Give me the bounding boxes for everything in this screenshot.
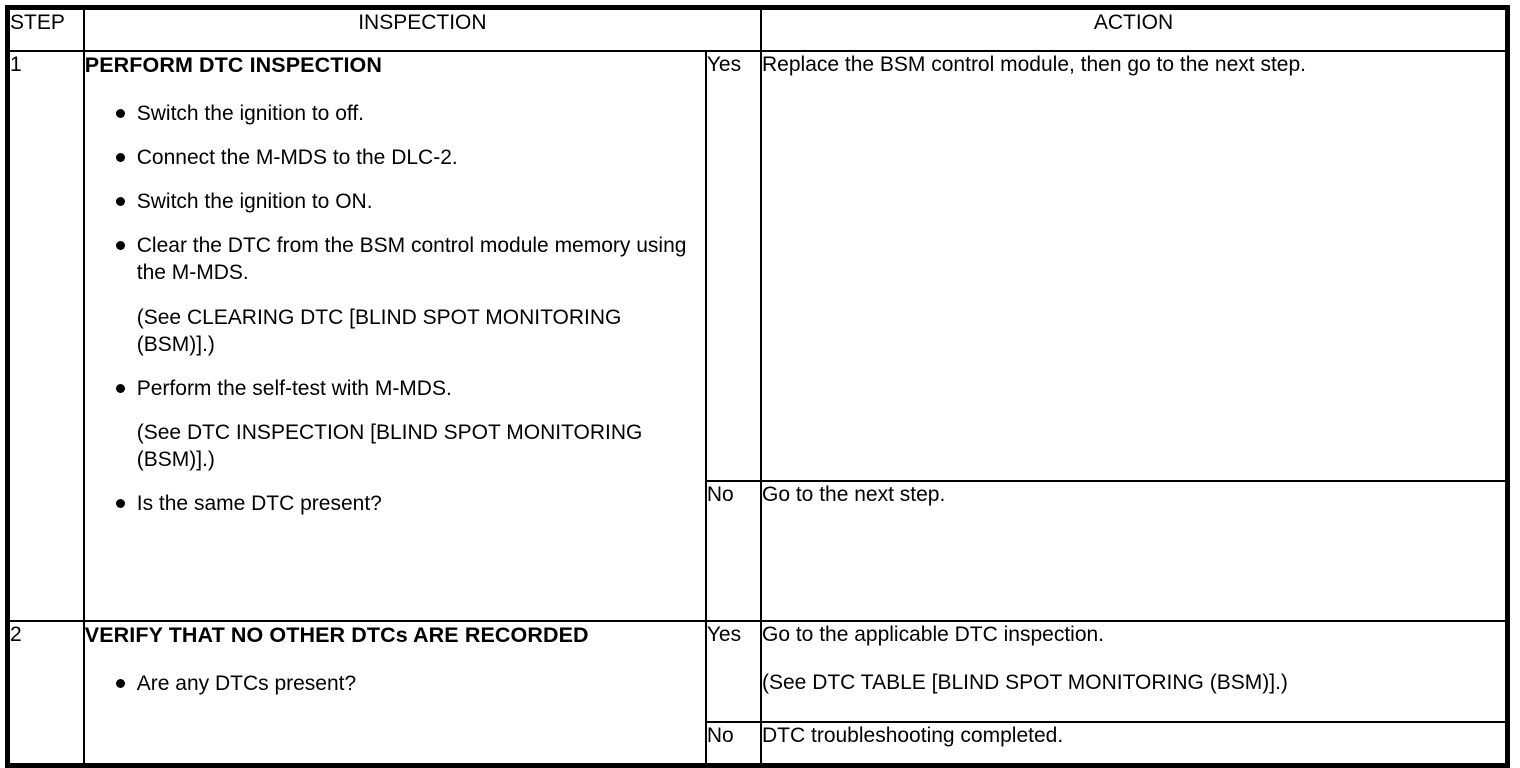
column-header-action: ACTION [760,6,1509,52]
inspection-cell: PERFORM DTC INSPECTION Switch the igniti… [82,49,707,622]
table-body: 1 PERFORM DTC INSPECTION Switch the igni… [6,49,1509,767]
inspection-title: VERIFY THAT NO OTHER DTCs ARE RECORDED [84,622,589,647]
bullet-icon [115,109,125,119]
list-item-text: Connect the M-MDS to the DLC-2. [136,146,458,170]
table-row: 2 VERIFY THAT NO OTHER DTCs ARE RECORDED… [6,619,1509,767]
list-item-text: Perform the self-test with M-MDS. [136,376,452,400]
action-cell: Replace the BSM control module, then go … [760,49,1509,482]
action-text: Go to the applicable DTC inspection. [762,622,1105,646]
table-row: 1 PERFORM DTC INSPECTION Switch the igni… [6,49,1509,622]
answer-label-yes: Yes [704,49,763,482]
inspection-step-list: Are any DTCs present? [85,654,705,698]
bullet-icon [115,241,125,250]
table-row: No Go to the next step. [8,479,1509,622]
table-row: No DTC troubleshooting completed. [8,720,1509,767]
list-item: Are any DTCs present? [85,654,705,698]
list-item-text: Switch the ignition to off. [136,102,364,126]
list-item-reference: (See DTC INSPECTION [BLIND SPOT MONITORI… [136,421,643,472]
list-item-text: Clear the DTC from the BSM control modul… [136,234,687,284]
bullet-icon [115,197,125,207]
inspection-cell: VERIFY THAT NO OTHER DTCs ARE RECORDED A… [82,619,707,767]
action-cell: Go to the next step. [760,479,1509,622]
action-reference: (See DTC TABLE [BLIND SPOT MONITORING (B… [762,670,1288,694]
inspection-step-list: Switch the ignition to off. Connect the … [85,84,705,518]
column-header-inspection: INSPECTION [82,6,763,52]
bullet-icon [115,153,125,163]
step-number-cell: 2 [6,619,85,767]
inspection-title: PERFORM DTC INSPECTION [84,52,382,77]
list-item: Switch the ignition to off. [85,84,705,128]
bullet-icon [115,679,125,689]
answer-label-no: No [704,479,763,622]
step-number-cell: 1 [6,49,85,622]
list-item: Perform the self-test with M-MDS. (See D… [85,359,705,475]
action-cell: Go to the applicable DTC inspection. (Se… [760,619,1509,723]
column-header-step: STEP [6,6,85,52]
bullet-icon [115,383,125,393]
table-header: STEP INSPECTION ACTION [6,6,1509,52]
list-item: Switch the ignition to ON. [85,172,705,216]
bullet-icon [115,499,125,509]
list-item: Is the same DTC present? [85,474,705,518]
action-text: Go to the next step. [762,482,946,506]
answer-label-yes: Yes [704,619,763,723]
action-text: Replace the BSM control module, then go … [762,52,1306,76]
list-item-text: Is the same DTC present? [136,492,382,516]
action-cell: DTC troubleshooting completed. [760,720,1509,767]
troubleshooting-table-sheet: STEP INSPECTION ACTION 1 PERFORM DTC INS… [5,5,1510,768]
list-item: Clear the DTC from the BSM control modul… [85,216,705,359]
list-item: Connect the M-MDS to the DLC-2. [85,128,705,172]
list-item-text: Switch the ignition to ON. [136,190,373,214]
list-item-reference: (See CLEARING DTC [BLIND SPOT MONITORING… [136,305,622,356]
header-row: STEP INSPECTION ACTION [6,6,1509,52]
list-item-text: Are any DTCs present? [136,672,357,696]
answer-label-no: No [704,720,763,767]
action-text: DTC troubleshooting completed. [762,723,1064,747]
dtc-troubleshooting-table: STEP INSPECTION ACTION 1 PERFORM DTC INS… [5,5,1510,768]
